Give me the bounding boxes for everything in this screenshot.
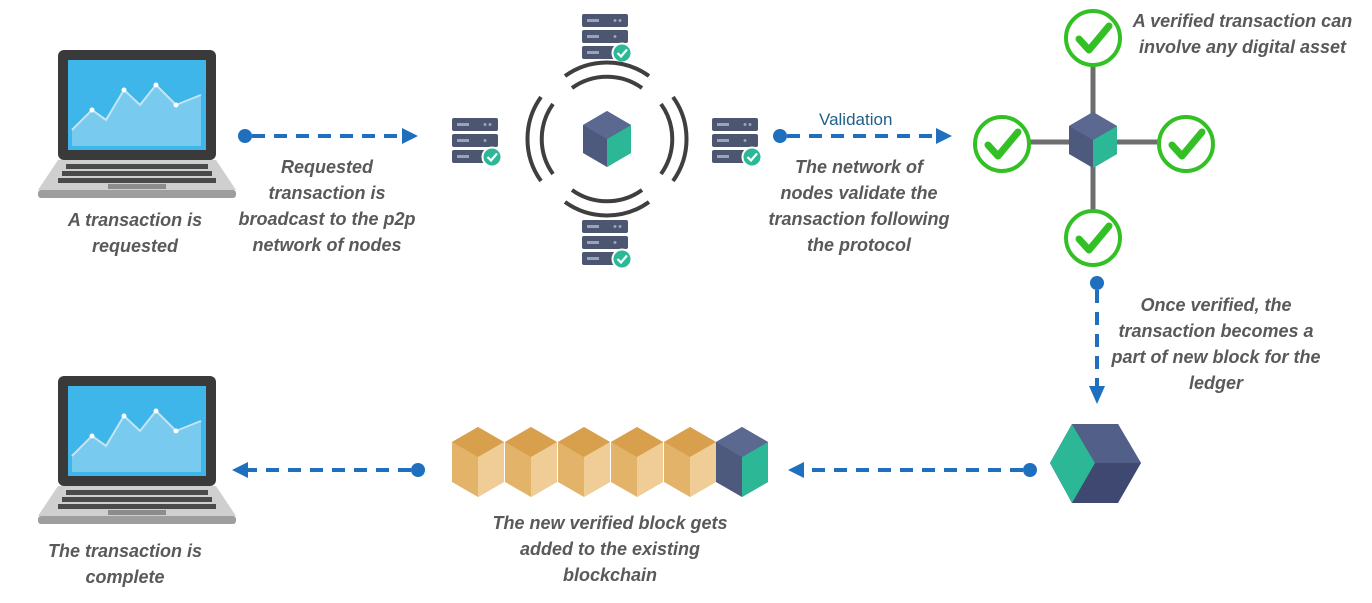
cube-icon xyxy=(583,111,631,167)
label-requested: A transaction is requested xyxy=(67,210,203,256)
check-icon xyxy=(1066,211,1120,265)
arrow-down xyxy=(1089,276,1105,404)
label-complete: The transaction is complete xyxy=(47,541,203,587)
label-once-verified: Once verified, the transaction becomes a… xyxy=(1111,295,1321,393)
new-block-icon xyxy=(1050,424,1141,503)
arrow-to-chain xyxy=(788,462,1037,478)
arrow-complete xyxy=(232,462,425,478)
label-new-block: The new verified block gets added to the… xyxy=(492,513,728,585)
label-network-validate: The network of nodes validate the transa… xyxy=(768,157,950,255)
verified-cross xyxy=(975,11,1213,265)
check-icon xyxy=(1066,11,1120,65)
server-icon xyxy=(580,12,633,64)
label-broadcast: Requested transaction is broadcast to th… xyxy=(238,157,416,255)
server-icon xyxy=(450,116,503,168)
laptop-icon xyxy=(37,375,237,525)
arrow-broadcast xyxy=(238,128,418,144)
blockchain-icon xyxy=(452,427,768,497)
label-verified-asset: A verified transaction can involve any d… xyxy=(1132,11,1353,57)
laptop-icon xyxy=(37,49,237,199)
server-icon xyxy=(580,218,633,270)
check-icon xyxy=(975,117,1029,171)
signal-waves-icon xyxy=(525,60,689,218)
label-validation: Validation xyxy=(819,110,893,129)
server-icon xyxy=(710,116,763,168)
check-icon xyxy=(1159,117,1213,171)
arrow-validation xyxy=(773,128,952,144)
